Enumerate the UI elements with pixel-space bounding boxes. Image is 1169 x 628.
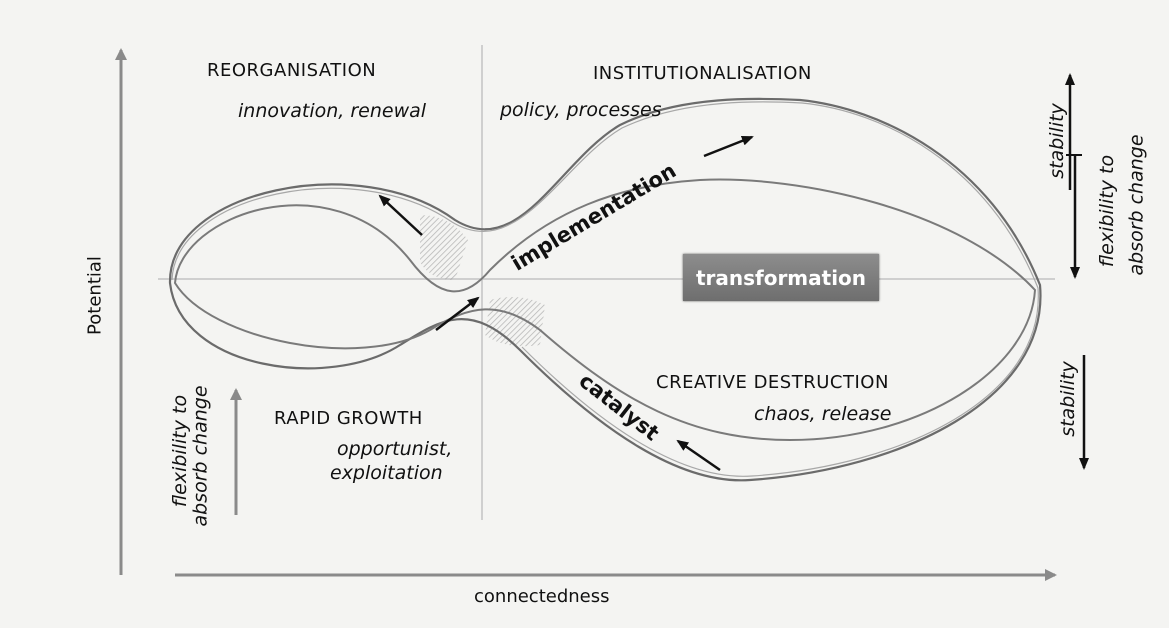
- rapid-growth-sub-1: opportunist,: [337, 438, 453, 460]
- reorganisation-sub: innovation, renewal: [238, 100, 427, 122]
- arrow-reorganisation: [378, 194, 423, 236]
- arrow-catalyst: [676, 439, 721, 472]
- right-bottom-stability: stability: [1057, 361, 1079, 437]
- left-flex-line2: absorb change: [189, 385, 212, 527]
- creative-destruction-sub: chaos, release: [754, 403, 892, 425]
- creative-destruction-title: CREATIVE DESTRUCTION: [656, 372, 889, 393]
- institutionalisation-sub: policy, processes: [500, 99, 662, 121]
- y-axis-label: Potential: [84, 256, 106, 335]
- twist-shading-lower: [485, 296, 545, 347]
- rapid-growth-sub-2: exploitation: [330, 462, 443, 484]
- arrow-growth: [435, 296, 480, 331]
- x-axis-label: connectedness: [474, 586, 610, 607]
- arrow-implementation: [703, 135, 754, 158]
- band-inner-edge: [173, 178, 1037, 442]
- transformation-label: transformation: [695, 265, 867, 290]
- band-outer-sketch: [171, 101, 1039, 477]
- right-flex-line1: flexibility to: [1096, 154, 1118, 268]
- institutionalisation-title: INSTITUTIONALISATION: [593, 63, 812, 84]
- transformation-box: transformation: [683, 254, 879, 301]
- right-flex-line2: absorb change: [1125, 134, 1148, 276]
- rapid-growth-title: RAPID GROWTH: [274, 408, 423, 429]
- left-flex-line1: flexibility to: [169, 394, 191, 508]
- reorganisation-title: REORGANISATION: [207, 60, 377, 81]
- right-top-stability: stability: [1046, 103, 1068, 179]
- twist-shading-upper: [420, 215, 468, 280]
